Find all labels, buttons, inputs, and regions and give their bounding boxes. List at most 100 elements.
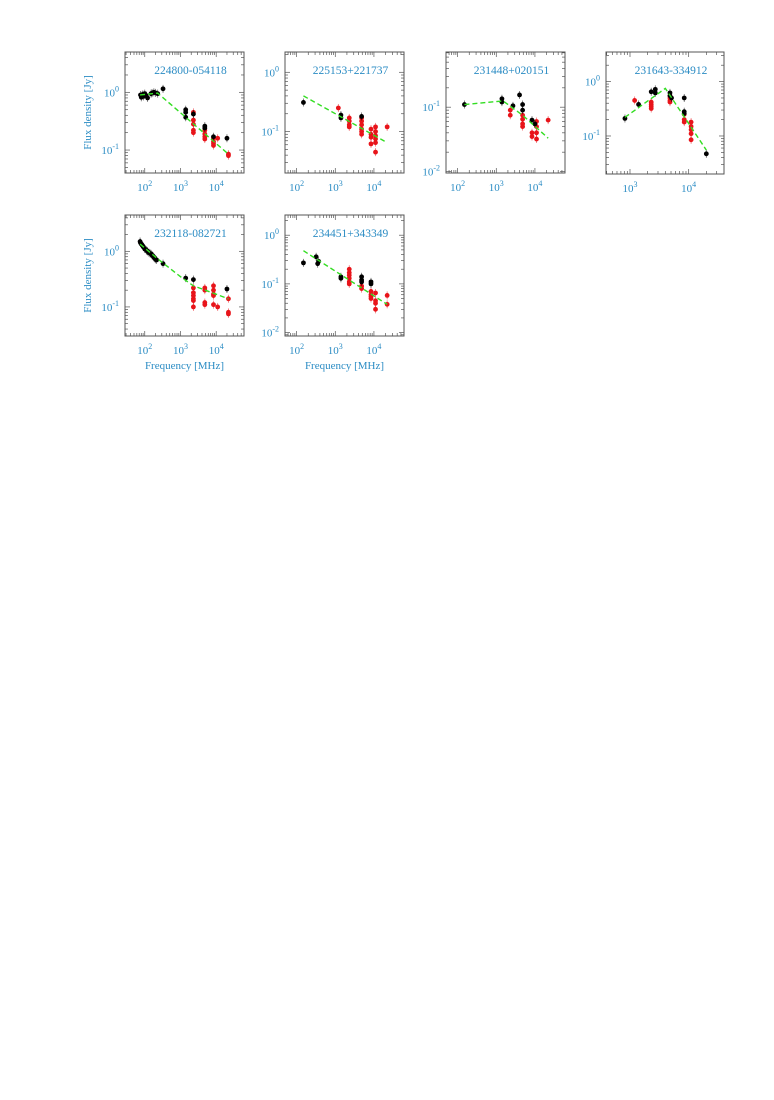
data-point: [301, 100, 306, 105]
y-tick-label: 10-2: [422, 164, 440, 179]
fit-line: [624, 87, 707, 151]
y-tick-label: 100: [264, 64, 279, 79]
plot-frame: [284, 214, 405, 337]
data-point: [529, 117, 535, 123]
data-point: [211, 283, 216, 289]
data-point: [373, 300, 378, 306]
data-point: [160, 86, 166, 92]
series-red: [346, 265, 390, 314]
data-point: [507, 112, 513, 118]
data-point: [384, 292, 390, 298]
data-point: [211, 134, 216, 140]
y-tick-label: 10-2: [261, 325, 279, 340]
data-point: [688, 131, 694, 137]
data-point: [681, 95, 687, 101]
data-point: [681, 119, 687, 125]
data-point: [190, 117, 196, 123]
data-point: [190, 285, 196, 291]
data-point: [211, 302, 216, 308]
data-point: [688, 137, 694, 143]
y-tick-label: 10-1: [422, 99, 440, 114]
y-tick-label: 10-1: [261, 276, 279, 291]
data-point: [202, 136, 208, 142]
data-point: [215, 135, 221, 141]
plot-area: [301, 95, 390, 157]
plot-frame: [445, 51, 566, 174]
data-point: [373, 149, 378, 155]
data-point: [368, 141, 374, 147]
axis-ticks: [445, 52, 566, 173]
data-point: [520, 102, 526, 107]
data-point: [368, 134, 374, 140]
data-point: [368, 281, 374, 287]
plot-area: [462, 90, 551, 144]
x-tick-label: 103: [173, 179, 188, 194]
data-point: [648, 106, 654, 111]
data-point: [632, 98, 638, 103]
y-tick-label: 10-1: [101, 299, 119, 314]
data-point: [224, 135, 230, 141]
data-point: [226, 311, 231, 317]
x-tick-label: 104: [209, 179, 224, 194]
data-point: [703, 151, 709, 157]
x-axis-label: Frequency [MHz]: [305, 360, 384, 372]
panel-title: 231448+020151: [474, 65, 550, 77]
x-tick-label: 102: [137, 342, 152, 357]
x-tick-label: 104: [366, 179, 381, 194]
data-point: [215, 304, 221, 310]
y-tick-label: 10-1: [101, 142, 119, 157]
data-point: [373, 140, 378, 146]
data-point: [346, 281, 352, 287]
data-point: [688, 119, 694, 125]
data-point: [359, 122, 365, 128]
data-point: [335, 105, 341, 111]
y-tick-label: 100: [104, 84, 119, 99]
data-point: [368, 126, 374, 132]
fit-line: [140, 92, 229, 155]
data-point: [359, 114, 365, 119]
y-tick-label: 100: [585, 74, 600, 89]
data-point: [507, 107, 513, 113]
data-point: [534, 130, 539, 136]
data-point: [529, 134, 535, 139]
fit-line: [139, 243, 229, 300]
data-point: [648, 89, 654, 95]
y-tick-label: 100: [104, 243, 119, 258]
axis-ticks: [284, 215, 405, 336]
plot-area: [301, 250, 390, 314]
y-tick-label: 10-1: [582, 128, 600, 143]
axis-ticks: [284, 52, 405, 174]
x-tick-label: 104: [527, 179, 542, 194]
data-point: [517, 92, 522, 98]
data-point: [202, 125, 208, 131]
x-tick-label: 103: [328, 179, 343, 194]
series-red: [507, 106, 551, 144]
y-tick-label: 10-1: [261, 124, 279, 139]
data-point: [520, 116, 526, 122]
data-point: [359, 279, 365, 285]
fit-line: [464, 100, 549, 139]
data-point: [373, 290, 378, 296]
y-axis-label: Flux density [Jy]: [82, 238, 94, 313]
data-point: [202, 287, 208, 293]
data-point: [652, 90, 658, 96]
x-tick-label: 102: [289, 179, 304, 194]
data-point: [145, 95, 150, 101]
fit-line: [303, 250, 388, 305]
plot-frame: [284, 51, 405, 174]
x-tick-label: 104: [209, 342, 224, 357]
data-point: [301, 260, 306, 266]
data-point: [338, 275, 344, 281]
axis-ticks: [606, 52, 725, 175]
data-point: [636, 102, 641, 107]
data-point: [346, 124, 352, 130]
data-point: [190, 111, 196, 117]
data-point: [226, 153, 231, 159]
axis-ticks: [125, 51, 245, 174]
